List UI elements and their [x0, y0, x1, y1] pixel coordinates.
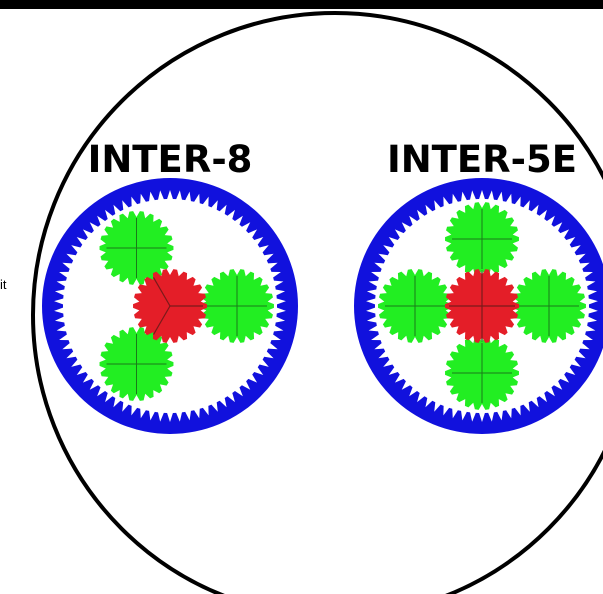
sun-spoke	[152, 277, 171, 307]
gearset-inter-8: INTER-8	[42, 138, 298, 434]
top-border	[0, 0, 603, 9]
gearset-title-inter-5e: INTER-5E	[387, 138, 577, 181]
gearset-inter-5e: INTER-5E	[354, 138, 603, 434]
stray-text-fragment: it	[0, 277, 7, 292]
enclosing-circle	[31, 11, 603, 594]
sun-spoke	[152, 305, 171, 335]
gearset-title-inter-8: INTER-8	[88, 138, 253, 181]
